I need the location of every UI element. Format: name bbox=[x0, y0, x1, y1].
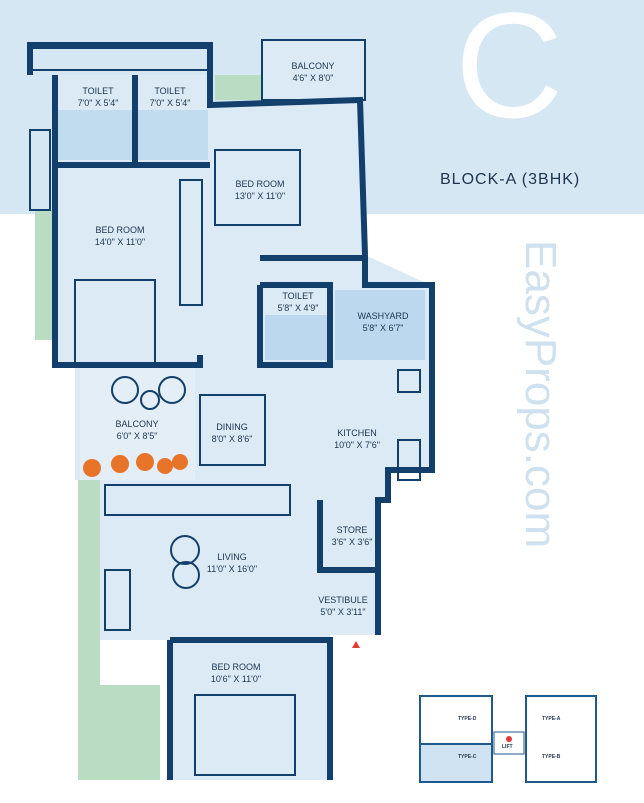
key-type-d: TYPE-D bbox=[458, 716, 477, 722]
room-name: BED ROOM bbox=[235, 179, 285, 189]
room-kitchen: KITCHEN 10'0" X 7'6" bbox=[334, 427, 380, 451]
room-washyard: WASHYARD 5'8" X 6'7" bbox=[357, 310, 408, 334]
key-plan-drawing bbox=[419, 695, 597, 783]
room-name: WASHYARD bbox=[357, 311, 409, 321]
room-name: BALCONY bbox=[291, 61, 335, 71]
room-size: 7'0" X 5'4" bbox=[149, 98, 191, 108]
room-name: LIVING bbox=[217, 552, 247, 562]
room-size: 3'6" X 3'6" bbox=[331, 537, 373, 547]
room-size: 11'0" X 16'0" bbox=[206, 564, 258, 574]
room-size: 5'0" X 3'11" bbox=[320, 607, 366, 617]
key-plan: TYPE-D TYPE-A TYPE-C TYPE-B LIFT bbox=[418, 694, 598, 786]
room-size: 5'8" X 4'9" bbox=[277, 303, 319, 313]
block-title: BLOCK-A (3BHK) bbox=[440, 171, 581, 188]
room-toilet-3: TOILET 5'8" X 4'9" bbox=[278, 290, 319, 314]
room-size: 6'0" X 8'5" bbox=[116, 431, 158, 441]
key-type-c: TYPE-C bbox=[458, 754, 477, 760]
room-bedroom-2: BED ROOM 14'0" X 11'0" bbox=[95, 224, 145, 248]
room-living: LIVING 11'0" X 16'0" bbox=[207, 551, 257, 575]
room-toilet-2: TOILET 7'0" X 5'4" bbox=[150, 85, 191, 109]
room-size: 8'0" X 8'6" bbox=[211, 434, 253, 444]
room-bedroom-1: BED ROOM 13'0" X 11'0" bbox=[235, 178, 285, 202]
room-size: 7'0" X 5'4" bbox=[77, 98, 119, 108]
room-name: TOILET bbox=[282, 291, 314, 301]
watermark: EasyProps.com bbox=[516, 240, 565, 549]
unit-letter: C bbox=[455, 0, 564, 149]
room-store: STORE 3'6" X 3'6" bbox=[332, 524, 373, 548]
room-size: 14'0" X 11'0" bbox=[94, 237, 146, 247]
room-toilet-1: TOILET 7'0" X 5'4" bbox=[78, 85, 119, 109]
room-name: KITCHEN bbox=[337, 428, 377, 438]
room-size: 13'0" X 11'0" bbox=[234, 191, 286, 201]
room-bedroom-3: BED ROOM 10'6" X 11'0" bbox=[211, 661, 261, 685]
room-name: STORE bbox=[336, 525, 368, 535]
key-center-lift: LIFT bbox=[502, 744, 513, 750]
room-name: TOILET bbox=[82, 86, 114, 96]
room-balcony-side: BALCONY 6'0" X 8'5" bbox=[115, 418, 158, 442]
room-size: 10'6" X 11'0" bbox=[210, 674, 262, 684]
key-type-b: TYPE-B bbox=[542, 754, 561, 760]
room-size: 10'0" X 7'6" bbox=[334, 440, 380, 450]
room-name: BALCONY bbox=[115, 419, 159, 429]
room-name: VESTIBULE bbox=[318, 595, 368, 605]
room-name: TOILET bbox=[154, 86, 186, 96]
room-dining: DINING 8'0" X 8'6" bbox=[212, 421, 253, 445]
room-name: DINING bbox=[216, 422, 248, 432]
room-balcony-top: BALCONY 4'6" X 8'0" bbox=[291, 60, 334, 84]
room-name: BED ROOM bbox=[211, 662, 261, 672]
key-type-a: TYPE-A bbox=[542, 716, 561, 722]
room-name: BED ROOM bbox=[95, 225, 145, 235]
room-size: 4'6" X 8'0" bbox=[292, 73, 334, 83]
room-size: 5'8" X 6'7" bbox=[362, 323, 404, 333]
room-vestibule: VESTIBULE 5'0" X 3'11" bbox=[318, 594, 368, 618]
